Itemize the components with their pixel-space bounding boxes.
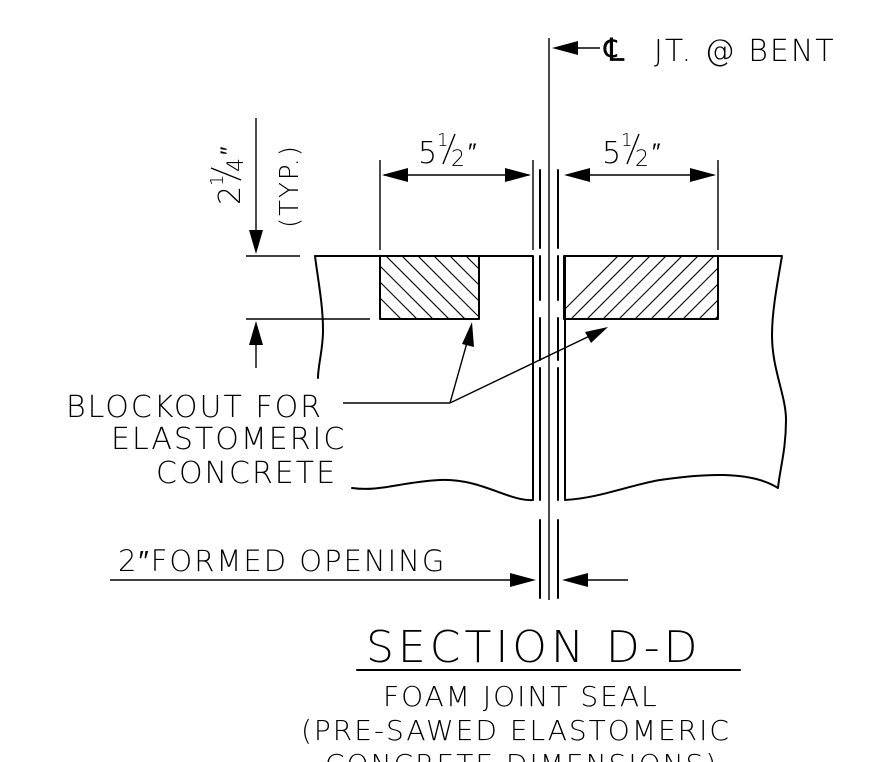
centerline-label: ℄ JT. @ BENT: [552, 31, 836, 69]
centerline-symbol: ℄: [603, 31, 627, 69]
left-blockout: [379, 255, 480, 320]
blockout-line-3: CONCRETE: [156, 456, 337, 491]
depth-dimension: 2 1 4 ″ (TYP.): [207, 118, 370, 368]
depth-dim-unit: ″: [215, 145, 243, 156]
depth-dim-den: 4: [224, 156, 249, 172]
depth-dim-note: (TYP.): [275, 144, 305, 228]
right-width-dimension: 5 1 2 ″: [564, 130, 719, 250]
right-dim-den: 2: [635, 147, 651, 172]
subtitle-line-3: CONCRETE DIMENSIONS): [325, 748, 718, 762]
blockout-line-1: BLOCKOUT FOR: [66, 390, 323, 425]
centerline-text: JT. @ BENT: [654, 34, 836, 69]
right-blockout: [563, 255, 719, 320]
right-dim-unit: ″: [652, 138, 663, 166]
opening-label: 2″FORMED OPENING: [118, 544, 446, 578]
joint-gap-lines: [539, 169, 559, 599]
depth-dim-num: 1: [207, 173, 228, 186]
subtitle-line-1: FOAM JOINT SEAL: [383, 680, 659, 713]
right-dim-num: 1: [621, 130, 634, 151]
left-concrete-slab: [314, 255, 534, 502]
right-concrete-slab: [564, 255, 787, 501]
section-title: SECTION D-D: [366, 622, 701, 673]
depth-dim-whole: 2: [213, 184, 248, 205]
blockout-callout: BLOCKOUT FOR ELASTOMERIC CONCRETE: [66, 322, 608, 491]
left-dim-unit: ″: [468, 138, 479, 166]
subtitle-line-2: (PRE-SAWED ELASTOMERIC: [301, 714, 731, 747]
right-dim-whole: 5: [602, 136, 623, 171]
title-block: SECTION D-D FOAM JOINT SEAL (PRE-SAWED E…: [301, 622, 741, 762]
left-width-dimension: 5 1 2 ″: [379, 130, 534, 250]
opening-dimension: 2″FORMED OPENING: [110, 544, 628, 587]
blockout-line-2: ELASTOMERIC: [111, 422, 346, 457]
left-dim-den: 2: [451, 147, 467, 172]
left-dim-whole: 5: [418, 136, 439, 171]
left-dim-num: 1: [437, 130, 450, 151]
